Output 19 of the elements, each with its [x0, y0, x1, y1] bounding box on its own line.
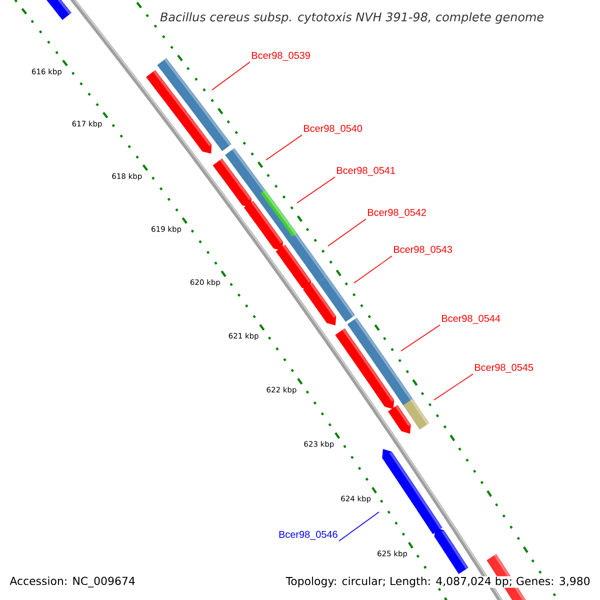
gene-label: Bcer98_0539: [252, 52, 310, 61]
leader-line: [434, 374, 474, 400]
gene-label: Bcer98_0544: [442, 314, 500, 324]
leader-line: [212, 62, 250, 90]
gene-label: Bcer98_0542: [368, 208, 426, 218]
footer-text: Accession: NC_009674: [9, 576, 136, 588]
leader-line: [400, 324, 440, 352]
footer-text: Topology: circular; Length: 4,087,024 bp; Genes: 3,980: [285, 576, 591, 588]
leader-line: [266, 134, 302, 160]
leader-line: [296, 176, 336, 204]
gene-label: Bcer98_0545: [475, 364, 534, 373]
gene-label: Bcer98_0546: [279, 530, 338, 540]
leader-line: [328, 218, 366, 246]
gene-label: Bcer98_0543: [394, 246, 452, 255]
leader-line: [354, 256, 392, 284]
leader-line: [338, 512, 380, 542]
title: Bacillus cereus subsp. cytotoxis NVH 391-98, complete genome: [160, 12, 544, 24]
gene-label: Bcer98_0541: [337, 166, 395, 176]
gene-label: Bcer98_0540: [304, 124, 362, 134]
